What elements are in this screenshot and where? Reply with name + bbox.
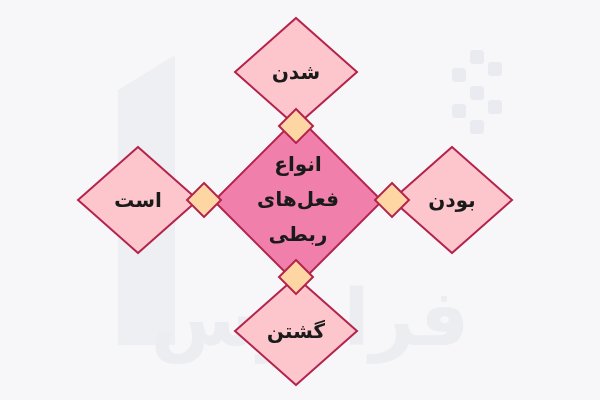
connector-right (373, 181, 411, 219)
connector-bottom (277, 258, 315, 296)
node-left-diamond (76, 145, 200, 255)
node-left-label: است (114, 188, 162, 212)
center-label-line-1: انواع (274, 152, 321, 176)
connector-top (277, 107, 315, 145)
node-bottom-diamond (233, 275, 359, 387)
node-bottom-label: گشتن (267, 319, 326, 343)
node-right-label: بودن (428, 188, 475, 212)
node-right-diamond (390, 145, 514, 255)
connector-left (185, 181, 223, 219)
center-label-line-2: فعل‌های (257, 187, 339, 211)
center-label-line-3: ربطی (269, 222, 328, 246)
node-top-label: شدن (272, 60, 320, 84)
